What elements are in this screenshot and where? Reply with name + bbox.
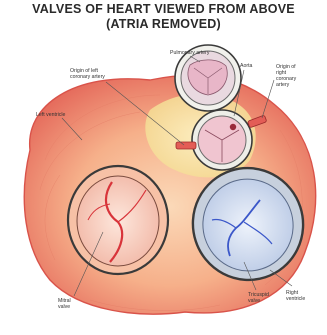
left-coronary-artery bbox=[176, 142, 196, 149]
label-pulmonary-artery: Pulmonary artery bbox=[170, 50, 210, 56]
label-tricuspid-valve-2: valve bbox=[248, 298, 260, 304]
label-origin-left-coronary-2: coronary artery bbox=[70, 74, 105, 80]
label-origin-right-coronary-4: artery bbox=[276, 82, 290, 88]
label-mitral-valve-2: valve bbox=[58, 304, 70, 310]
label-right-ventricle-2: ventricle bbox=[286, 296, 305, 302]
aortic-valve bbox=[192, 110, 252, 170]
label-left-ventricle: Left ventricle bbox=[36, 112, 66, 118]
mitral-valve bbox=[68, 166, 168, 274]
label-aorta: Aorta bbox=[240, 63, 253, 69]
